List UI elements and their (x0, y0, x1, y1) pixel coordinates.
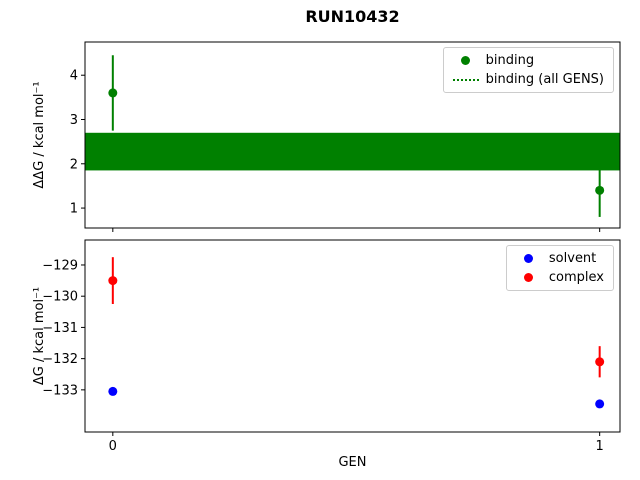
axes-frame (84, 41, 621, 229)
legend-label-binding: binding (485, 53, 535, 68)
legend-label-complex: complex (548, 270, 604, 285)
solvent-point (595, 399, 605, 409)
y-tick-label: 4 (70, 69, 78, 84)
legend-item-binding-all-gens: binding (all GENS) (452, 72, 604, 87)
legend-binding: binding binding (all GENS) (442, 47, 614, 93)
solvent-dot-icon (516, 252, 542, 265)
x-tick-label: 1 (596, 439, 604, 454)
y-axis-label: ΔΔG / kcal mol⁻¹ (32, 81, 47, 188)
legend-solvent-complex: solvent complex (505, 245, 614, 291)
subplot-absolute-free-energy-plot: −129 −130 −131 −132 −133 0 1 ΔG / kcal mol⁻¹ GEN (32, 239, 621, 470)
y-tick-label: 3 (70, 113, 78, 128)
y-tick-label: 1 (70, 202, 78, 217)
x-axis-label: GEN (338, 455, 366, 470)
y-tick-label: −133 (42, 383, 78, 398)
legend-item-solvent: solvent (516, 251, 604, 266)
legend-label-binding-all-gens: binding (all GENS) (485, 72, 604, 87)
legend-label-solvent: solvent (548, 251, 597, 266)
complex-dot-icon (516, 271, 542, 284)
legend-item-binding: binding (453, 53, 604, 68)
y-axis-label: ΔG / kcal mol⁻¹ (32, 287, 47, 385)
y-tick-label: −132 (42, 352, 78, 367)
complex-point (595, 357, 605, 367)
solvent-point (108, 386, 118, 396)
axes-frame (84, 239, 621, 433)
y-tick-label: 2 (70, 157, 78, 172)
band-binding-all-gens (85, 132, 620, 171)
y-tick-label: −131 (42, 321, 78, 336)
binding-point (595, 185, 605, 195)
x-tick-label: 0 (109, 439, 117, 454)
binding-dot-icon (453, 54, 479, 67)
y-tick-label: −130 (42, 290, 78, 305)
binding-all-gens-dotted-line-icon (452, 73, 479, 86)
binding-point (108, 88, 118, 98)
legend-item-complex: complex (516, 270, 604, 285)
complex-point (108, 276, 118, 286)
y-tick-label: −129 (42, 258, 78, 273)
figure-title: RUN10432 (305, 7, 400, 26)
